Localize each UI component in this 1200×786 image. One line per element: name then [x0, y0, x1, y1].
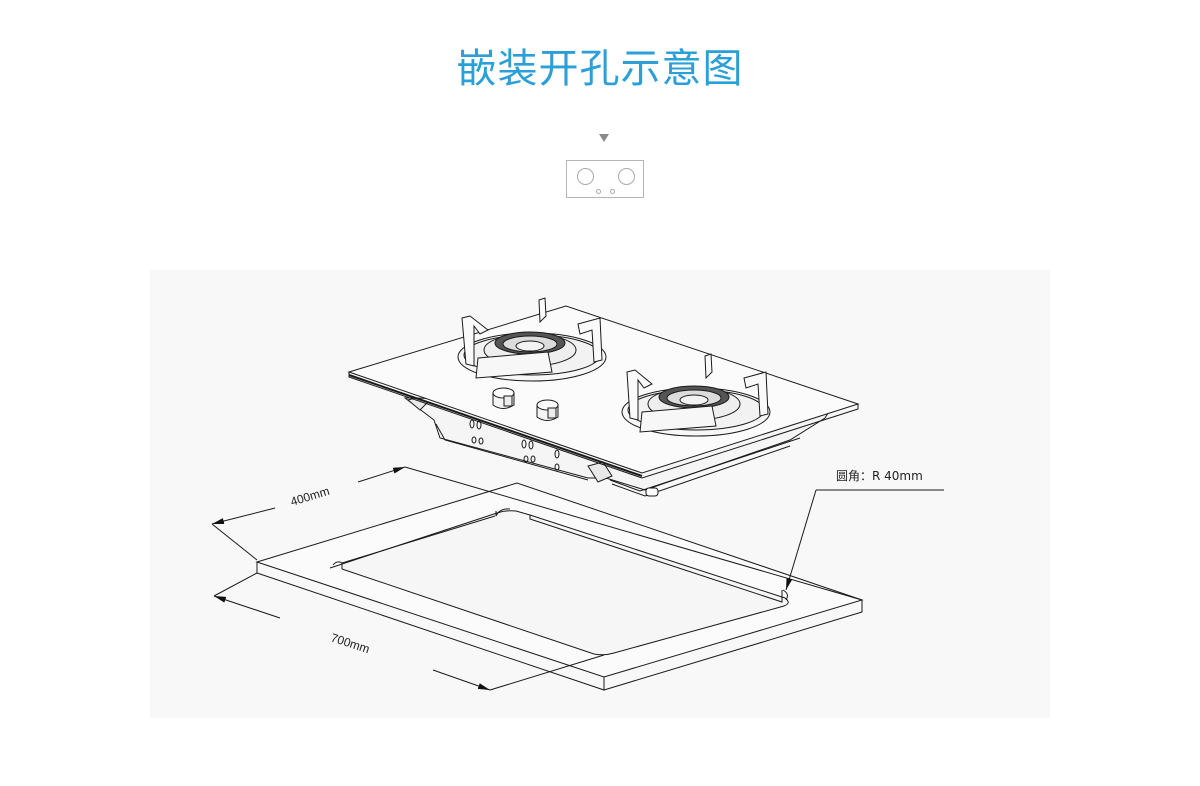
burner-right-icon: [618, 168, 635, 185]
corner-radius-leader: [785, 489, 944, 591]
right-burner: [621, 353, 771, 437]
two-burner-hob-thumbnail-icon[interactable]: [566, 160, 644, 198]
countertop: [255, 482, 864, 691]
gas-hob: [347, 297, 860, 497]
countertop-front-edge: [256, 562, 605, 691]
left-burner: [457, 297, 607, 382]
dimension-700: [213, 572, 605, 691]
page-title: 嵌装开孔示意图: [456, 46, 744, 92]
vent-holes: [469, 419, 560, 471]
countertop-right-edge: [603, 600, 863, 691]
knob-left-icon: [596, 189, 601, 194]
control-knob-left: [492, 387, 515, 409]
control-knob-right: [536, 399, 559, 421]
triangle-down-icon: [599, 134, 609, 142]
corner-radius-label: 圆角：R 40mm: [836, 469, 923, 483]
knob-right-icon: [610, 189, 615, 194]
width-dimension-label: 400mm: [289, 484, 331, 509]
hob-glass-top: [347, 305, 860, 474]
dimension-400: [211, 466, 863, 601]
length-dimension-label: 700mm: [329, 631, 371, 657]
burner-left-icon: [577, 168, 594, 185]
